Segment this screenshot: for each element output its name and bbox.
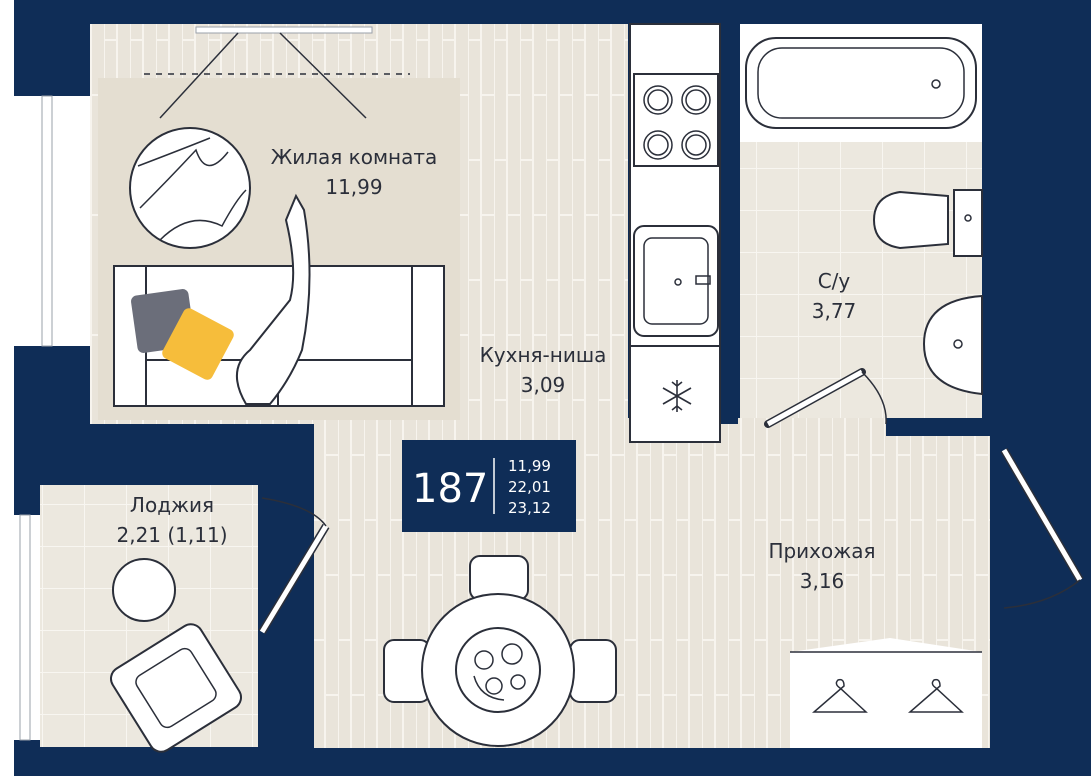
- interior-walls: [258, 24, 990, 748]
- badge-area-total: 23,12: [508, 499, 551, 517]
- loggia-furniture: [110, 558, 242, 753]
- apartment-badge: 187 11,99 22,01 23,12: [402, 440, 576, 532]
- wardrobe: [790, 638, 982, 748]
- doors: [258, 368, 1084, 635]
- room-area-hallway: 3,16: [800, 569, 845, 593]
- room-area-bathroom: 3,77: [812, 299, 857, 323]
- room-name-kitchen: Кухня-ниша: [480, 343, 607, 367]
- room-name-living: Жилая комната: [271, 145, 438, 169]
- round-mirror: [129, 127, 251, 249]
- toilet-icon: [872, 189, 983, 257]
- room-name-loggia: Лоджия: [130, 493, 214, 517]
- windows: [14, 26, 373, 741]
- badge-area-living: 11,99: [508, 457, 551, 475]
- bathroom-fixtures: [740, 24, 983, 396]
- fruit-plate-icon: [473, 643, 526, 701]
- room-area-loggia: 2,21 (1,11): [116, 523, 227, 547]
- tv-unit: [144, 32, 410, 119]
- apartment-number: 187: [412, 466, 488, 512]
- kitchen-unit: [629, 23, 721, 443]
- sink-icon: [633, 225, 719, 337]
- washbasin-icon: [922, 294, 983, 396]
- room-area-living: 11,99: [325, 175, 382, 199]
- badge-area-total-no-loggia: 22,01: [508, 478, 551, 496]
- room-name-bathroom: С/у: [818, 269, 851, 293]
- sofa: [113, 193, 445, 407]
- dining-table: [383, 555, 617, 747]
- snowflake-icon: [662, 380, 692, 412]
- room-area-kitchen: 3,09: [521, 373, 566, 397]
- hanger-icon: [907, 678, 964, 713]
- hanger-icon: [811, 678, 868, 713]
- room-name-hallway: Прихожая: [768, 539, 875, 563]
- stove-icon: [643, 85, 711, 160]
